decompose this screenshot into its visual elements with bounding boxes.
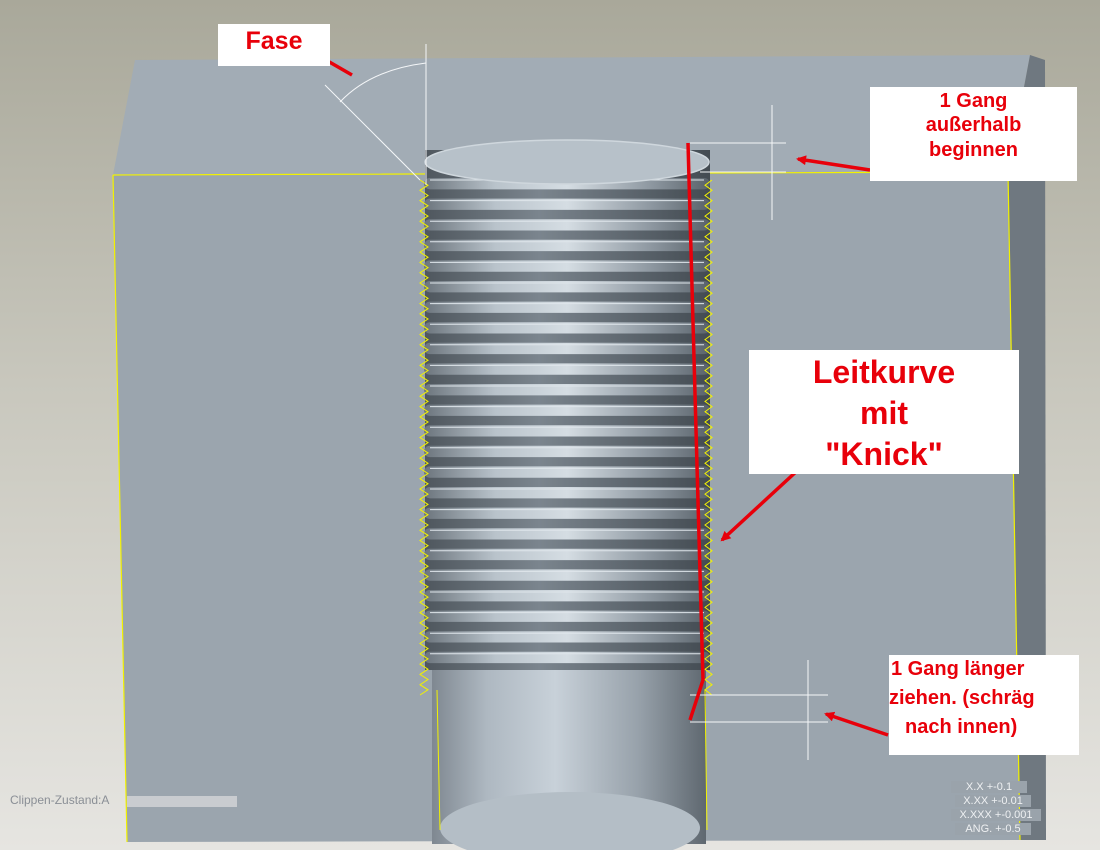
callout-gang-longer-line1: 1 Gang länger xyxy=(891,658,1025,680)
thread-ridge xyxy=(424,569,710,581)
clip-state-slider[interactable] xyxy=(127,796,237,807)
thread-ridge xyxy=(424,219,710,231)
callout-leitkurve: Leitkurve mit "Knick" xyxy=(749,350,1019,474)
callout-gang-outside-line3: beginnen xyxy=(929,138,1018,161)
thread-top-chamfer xyxy=(425,140,709,184)
thread-ridge xyxy=(424,281,710,293)
thread-ridge xyxy=(424,528,710,540)
callout-gang-longer-line2: ziehen. (schräg xyxy=(889,687,1035,709)
thread-ridge xyxy=(424,507,710,519)
callout-gang-outside-line1: 1 Gang xyxy=(939,90,1008,112)
thread-ridge xyxy=(424,445,710,458)
gang-outside-arrow xyxy=(796,155,871,172)
tolerance-table: X.X +-0.1 X.XX +-0.01 X.XXX +-0.001 ANG.… xyxy=(951,781,1043,837)
leitkurve-arrow xyxy=(720,468,800,542)
callout-gang-longer: 1 Gang länger ziehen. (schräg nach innen… xyxy=(889,655,1079,755)
tolerance-row: X.XX +-0.01 xyxy=(955,795,1031,807)
thread-ridge xyxy=(424,322,710,334)
thread-ridge xyxy=(424,590,710,602)
thread-ridges xyxy=(424,178,710,664)
thread-ridge xyxy=(424,425,710,437)
tolerance-row: ANG. +-0.5 xyxy=(955,823,1031,835)
callout-gang-longer-line3: nach innen) xyxy=(905,716,1018,738)
thread-ridge xyxy=(424,548,710,561)
thread-ridge xyxy=(424,260,710,272)
callout-leitkurve-line2: mit xyxy=(860,394,908,431)
cylinder-bottom-end xyxy=(440,792,700,850)
callout-fase-text: Fase xyxy=(245,27,303,55)
threaded-cylinder[interactable] xyxy=(419,139,713,850)
clip-state-label: Clippen-Zustand:A xyxy=(10,793,110,807)
thread-ridge xyxy=(424,651,710,664)
thread-ridge xyxy=(424,610,710,622)
tolerance-row: X.X +-0.1 xyxy=(951,781,1027,793)
thread-ridge xyxy=(424,363,710,375)
gang-longer-arrow xyxy=(824,711,889,737)
thread-ridge xyxy=(424,239,710,252)
callout-leitkurve-line1: Leitkurve xyxy=(812,354,956,390)
tolerance-row: X.XXX +-0.001 xyxy=(951,809,1041,821)
thread-profile-right xyxy=(704,179,713,696)
thread-ridge xyxy=(424,384,710,396)
thread-profile-left xyxy=(419,179,429,696)
callout-gang-outside: 1 Gang außerhalb beginnen xyxy=(870,87,1077,181)
thread-ridge xyxy=(424,342,710,355)
callout-gang-outside-line2: außerhalb xyxy=(925,114,1022,137)
construction-lines xyxy=(324,44,828,760)
thread-ridge xyxy=(424,404,710,416)
thread-ridge xyxy=(424,631,710,643)
thread-ridge xyxy=(424,301,710,313)
callout-fase: Fase xyxy=(218,24,330,66)
section-edge-left xyxy=(112,174,128,843)
part-top-face xyxy=(113,55,1030,175)
thread-ridge xyxy=(424,466,710,478)
callout-leitkurve-line3: "Knick" xyxy=(825,435,943,472)
guide-curve[interactable] xyxy=(686,142,705,721)
thread-ridge xyxy=(424,198,710,210)
thread-ridge xyxy=(424,487,710,499)
part-side-face xyxy=(1008,55,1046,840)
